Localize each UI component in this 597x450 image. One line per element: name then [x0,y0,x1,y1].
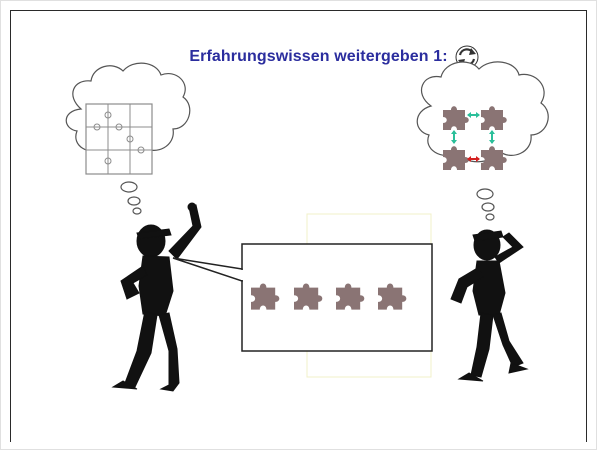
left-figure [111,202,202,392]
right-figure [450,229,529,382]
slide: Erfahrungswissen weitergeben 1: [10,10,587,442]
right-thought-bubble [416,61,549,221]
scene [65,61,549,392]
title-row: Erfahrungswissen weitergeben 1: [11,44,586,70]
slide-title: Erfahrungswissen weitergeben 1: [189,48,448,65]
completed-puzzle [85,103,153,175]
connection-arrows [451,112,495,162]
